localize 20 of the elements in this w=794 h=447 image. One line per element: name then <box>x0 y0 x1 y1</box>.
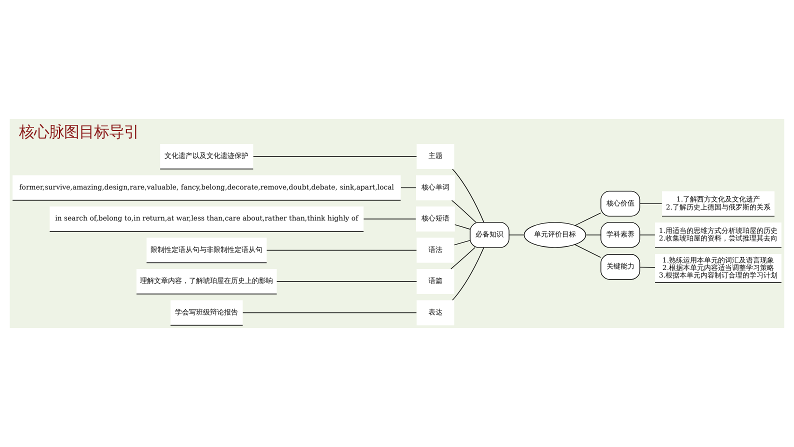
connector <box>585 234 602 236</box>
connector <box>452 168 484 223</box>
connector <box>640 234 656 236</box>
connector <box>574 244 602 258</box>
connector <box>640 203 662 204</box>
connector <box>363 218 416 220</box>
connector <box>454 224 470 230</box>
connector <box>276 281 418 282</box>
connector <box>574 212 602 226</box>
connector <box>450 247 476 270</box>
diagram-title: 核心脉图目标导引 <box>18 122 139 141</box>
connector <box>640 266 656 268</box>
connector <box>266 250 417 251</box>
connector <box>451 200 476 223</box>
connector <box>508 234 524 236</box>
connector <box>253 156 417 157</box>
connector <box>242 312 417 314</box>
connector <box>400 187 416 188</box>
connector <box>454 240 470 246</box>
connector <box>452 247 484 300</box>
